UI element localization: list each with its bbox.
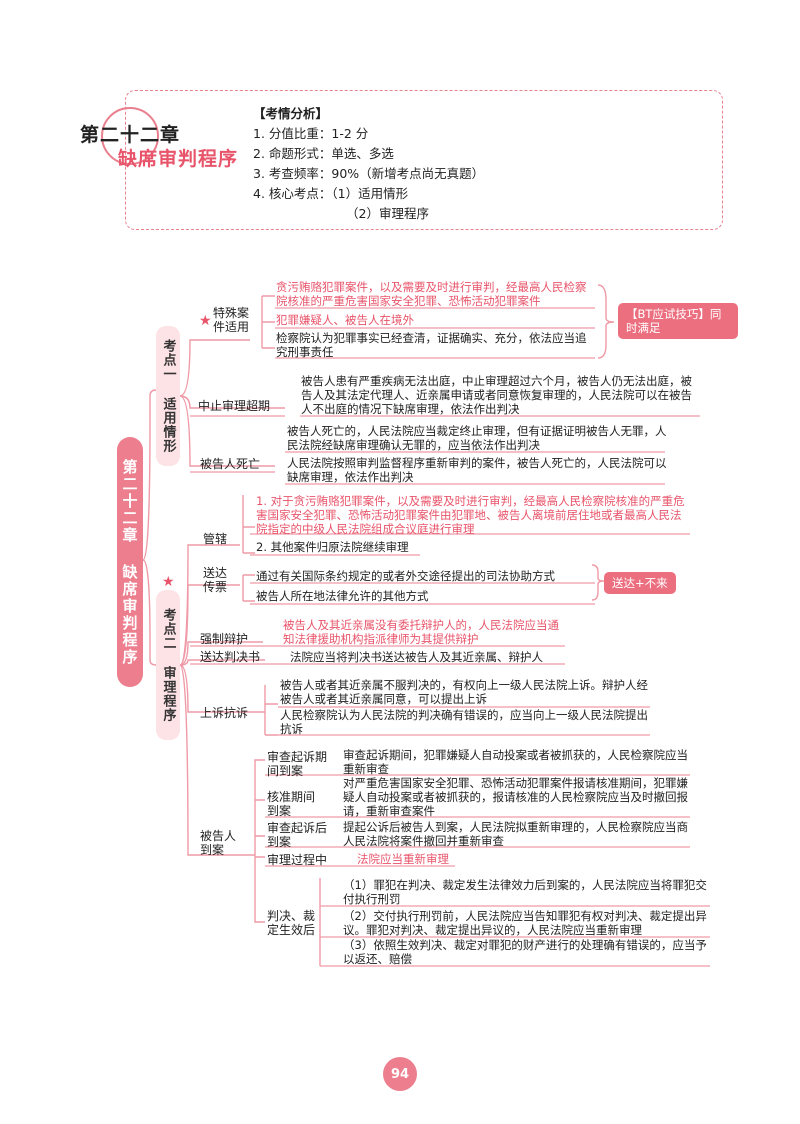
arrest-d-label: 审理过程中 (267, 853, 328, 867)
arrest-e-item-2: （2）交付执行刑罚前，人民法院应当告知罪犯有权对判决、裁定提出异议。罪犯对判决、… (343, 909, 707, 937)
special-case-label: 特殊案件适用 (213, 306, 250, 334)
analysis-title: 【考情分析】 (253, 106, 329, 121)
arrest-label: 被告人到案 (200, 829, 237, 857)
arrest-c-text: 提起公诉后被告人到案，人民法院拟重新审理的，人民检察院应当商人民法院将案件撤回并… (343, 820, 688, 848)
service-text-1: 通过有关国际条约规定的或者外交途径提出的司法协助方式 (256, 569, 555, 583)
analysis-item-5: （2）审理程序 (346, 206, 429, 221)
arrest-a-text: 审查起诉期间，犯罪嫌疑人自动投案或者被抓获的，人民检察院应当重新审查 (343, 748, 688, 776)
verdict-label: 送达判决书 (200, 650, 261, 664)
analysis-item-1: 1. 分值比重：1-2 分 (253, 126, 369, 141)
suspend-text: 被告人患有严重疾病无法出庭，中止审理超过六个月，被告人仍无法出庭，被告人及其法定… (301, 374, 692, 416)
bt-tip-badge: 【BT应试技巧】同时满足 (618, 303, 738, 339)
kp2-star-icon: ★ (162, 574, 175, 590)
verdict-text: 法院应当将判决书送达被告人及其近亲属、辩护人 (290, 650, 543, 664)
appeal-text-1: 被告人或者其近亲属不服判决的，有权向上一级人民法院上诉。辩护人经被告人或者其近亲… (280, 678, 648, 706)
arrest-e-label: 判决、裁定生效后 (267, 909, 316, 937)
analysis-item-3: 3. 考查频率：90%（新增考点尚无真题） (253, 166, 485, 181)
arrest-a-label: 审查起诉期间到案 (267, 750, 328, 778)
defense-label: 强制辩护 (200, 632, 249, 646)
appeal-label: 上诉抗诉 (200, 706, 249, 720)
arrest-b-text: 对严重危害国家安全犯罪、恐怖活动犯罪案件报请核准期间，犯罪嫌疑人自动投案或者被抓… (343, 776, 688, 818)
title-circle (101, 107, 159, 165)
jurisdiction-label: 管辖 (203, 532, 228, 546)
special-case-1: 贪污贿赂犯罪案件，以及需要及时进行审判，经最高人民检察院核准的严重危害国家安全犯… (276, 280, 587, 308)
suspend-label: 中止审理超期 (198, 399, 271, 413)
defense-text: 被告人及其近亲属没有委托辩护人的，人民法院应当通知法律援助机构指派律师为其提供辩… (283, 618, 559, 646)
analysis-item-2: 2. 命题形式：单选、多选 (253, 146, 394, 161)
arrest-e-item-3: （3）依照生效判决、裁定对罪犯的财产进行的处理确有错误的，应当予以返还、赔偿 (343, 938, 707, 966)
special-case-2: 犯罪嫌疑人、被告人在境外 (276, 313, 414, 327)
kp2-label: 考点二 审理程序 (156, 590, 180, 740)
kp1-label: 考点一 适用情形 (156, 326, 180, 466)
jurisdiction-text-2: 2. 其他案件归原法院继续审理 (256, 540, 409, 554)
service-badge: 送达+不来 (604, 572, 676, 594)
page-number: 94 (383, 1057, 417, 1091)
arrest-d-text: 法院应当重新审理 (357, 852, 449, 866)
chapter-number: 第二十二章 (80, 124, 181, 146)
star-icon: ★ (199, 313, 212, 329)
arrest-e-item-1: （1）罪犯在判决、裁定发生法律效力后到案的，人民法院应当将罪犯交付执行刑罚 (343, 878, 707, 906)
death-text-1: 被告人死亡的，人民法院应当裁定终止审理，但有证据证明被告人无罪，人民法院经缺席审… (287, 424, 667, 452)
analysis-item-4: 4. 核心考点：（1）适用情形 (253, 186, 409, 201)
arrest-c-label: 审查起诉后到案 (267, 821, 328, 849)
chapter-title: 缺席审判程序 (118, 148, 239, 170)
chapter-pill: 第二十二章 缺席审判程序 (117, 437, 143, 687)
jurisdiction-text-1: 1. 对于贪污贿赂犯罪案件，以及需要及时进行审判，经最高人民检察院核准的严重危害… (256, 494, 685, 536)
service-label: 送达传票 (203, 566, 228, 594)
appeal-text-2: 人民检察院认为人民法院的判决确有错误的，应当向上一级人民法院提出抗诉 (280, 708, 648, 736)
service-text-2: 被告人所在地法律允许的其他方式 (256, 589, 429, 603)
death-label: 被告人死亡 (200, 457, 261, 471)
special-case-3: 检察院认为犯罪事实已经查清，证据确实、充分，依法应当追究刑事责任 (276, 331, 587, 359)
death-text-2: 人民法院按照审判监督程序重新审判的案件，被告人死亡的，人民法院可以缺席审理，依法… (287, 456, 667, 484)
arrest-b-label: 核准期间到案 (267, 790, 316, 818)
